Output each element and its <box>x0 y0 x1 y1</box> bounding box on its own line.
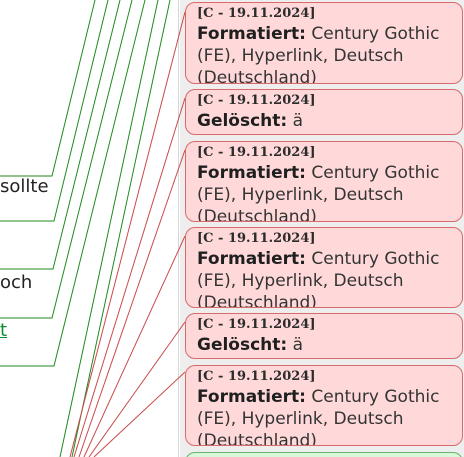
comment-kind: Formatiert: <box>197 387 306 407</box>
partial-comment-card[interactable] <box>185 452 463 457</box>
revision-comment-card[interactable]: [C - 19.11.2024] Formatiert: Century Got… <box>185 227 463 308</box>
comment-header: [C - 19.11.2024] <box>197 6 316 21</box>
document-page: sollte och t <box>0 0 180 457</box>
comment-body: Formatiert: Century Gothic (FE), Hyperli… <box>197 248 452 308</box>
comment-text: Century Gothic (FE), Hyperlink, Deutsch … <box>197 163 440 222</box>
comment-body: Formatiert: Century Gothic (FE), Hyperli… <box>197 386 452 446</box>
comment-kind: Gelöscht: <box>197 335 288 355</box>
revision-comment-card[interactable]: [C - 19.11.2024] Gelöscht: ä <box>185 313 463 359</box>
margin-divider <box>178 0 179 457</box>
comment-text: ä <box>292 335 304 355</box>
comment-header: [C - 19.11.2024] <box>197 317 316 332</box>
comment-body: Formatiert: Century Gothic (FE), Hyperli… <box>197 162 452 222</box>
comment-kind: Formatiert: <box>197 24 306 44</box>
comment-body: Gelöscht: ä <box>197 110 452 132</box>
comment-kind: Formatiert: <box>197 249 306 269</box>
revision-comment-card[interactable]: [C - 19.11.2024] Gelöscht: ä <box>185 89 463 135</box>
comment-body: Gelöscht: ä <box>197 334 452 356</box>
revision-comment-card[interactable]: [C - 19.11.2024] Formatiert: Century Got… <box>185 365 463 446</box>
document-fragment-sollte: sollte <box>0 176 49 197</box>
comment-kind: Gelöscht: <box>197 111 288 131</box>
revision-comment-card[interactable]: [C - 19.11.2024] Formatiert: Century Got… <box>185 2 463 84</box>
comment-header: [C - 19.11.2024] <box>197 369 316 384</box>
comment-text: ä <box>292 111 304 131</box>
comment-header: [C - 19.11.2024] <box>197 93 316 108</box>
comment-text: Century Gothic (FE), Hyperlink, Deutsch … <box>197 387 440 446</box>
comment-body: Formatiert: Century Gothic (FE), Hyperli… <box>197 23 452 84</box>
revision-comment-card[interactable]: [C - 19.11.2024] Formatiert: Century Got… <box>185 141 463 222</box>
comment-kind: Formatiert: <box>197 163 306 183</box>
comment-text: Century Gothic (FE), Hyperlink, Deutsch … <box>197 249 440 308</box>
comment-header: [C - 19.11.2024] <box>197 231 316 246</box>
comment-header: [C - 19.11.2024] <box>197 145 316 160</box>
document-link-fragment[interactable]: t <box>0 320 8 341</box>
document-fragment-och: och <box>0 272 33 293</box>
comment-text: Century Gothic (FE), Hyperlink, Deutsch … <box>197 24 440 84</box>
